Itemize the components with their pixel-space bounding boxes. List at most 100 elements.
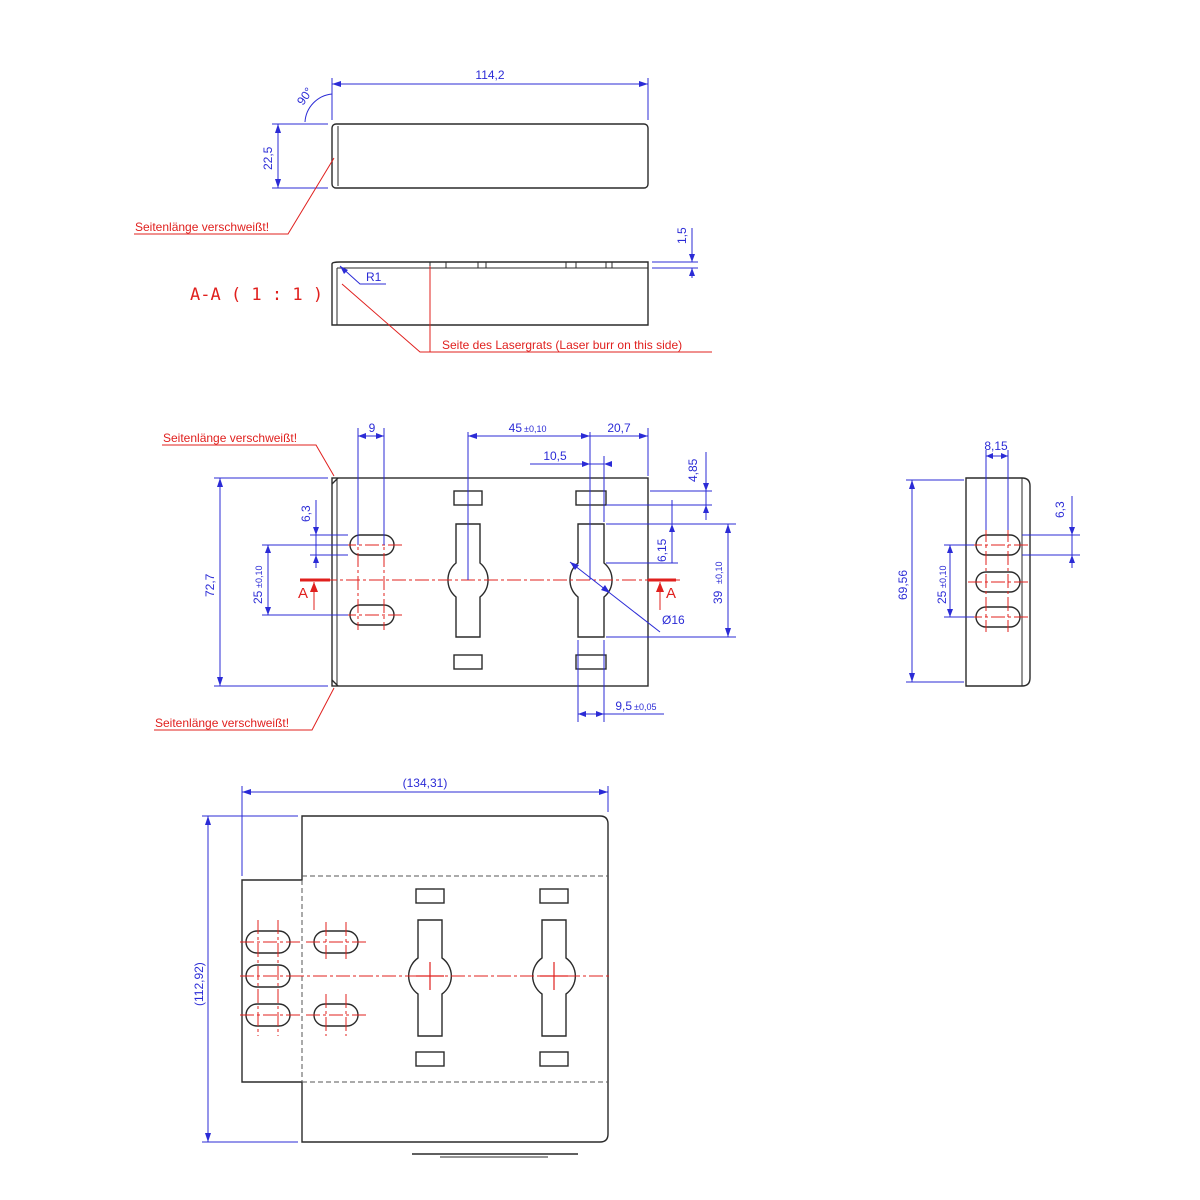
dim-6-15: 6,15 (655, 538, 669, 562)
dim-flat-height: (112,92) (192, 962, 206, 1006)
front-cutout (575, 490, 607, 506)
arrowhead (581, 433, 590, 439)
front-cutout (575, 654, 607, 670)
flat-cutout (539, 888, 569, 904)
arrowhead (909, 480, 915, 489)
arrowhead (242, 789, 251, 795)
laser-burr-note: Seite des Lasergrats (Laser burr on this… (442, 338, 682, 352)
arrowhead (265, 545, 271, 553)
arrowhead (909, 673, 915, 682)
arrowhead (703, 505, 709, 513)
arrowhead (582, 461, 590, 467)
front-keyhole-left (447, 523, 489, 638)
weld-note-1: Seitenlänge verschweißt! (135, 220, 269, 234)
section-cut-marks (429, 262, 613, 268)
front-view: A A 9 45 ±0,10 20,7 10,5 4 (154, 421, 736, 731)
arrowhead (639, 81, 648, 87)
arrowhead (217, 478, 223, 487)
arrowhead (310, 582, 318, 592)
angle-arc (304, 93, 333, 123)
flat-cutout (539, 1051, 569, 1067)
dim-22-5: 22,5 (261, 146, 275, 170)
dim-6-3: 6,3 (299, 505, 313, 522)
flat-keyhole-right (532, 919, 576, 1037)
dim-4-85: 4,85 (686, 458, 700, 482)
top-side-view: 114,2 90° 22,5 Seitenlänge verschweißt! (134, 68, 649, 235)
weld-note-3: Seitenlänge verschweißt! (155, 716, 289, 730)
dim-side-69-56: 69,56 (896, 570, 910, 600)
flat-cutout (415, 1051, 445, 1067)
arrowhead (578, 711, 586, 717)
dim-39-tol: ±0,10 (714, 562, 724, 584)
arrowhead (599, 789, 608, 795)
arrowhead (669, 524, 675, 532)
dim-r1: R1 (366, 270, 382, 284)
dim-9: 9 (369, 421, 376, 435)
arrowhead (217, 677, 223, 686)
diameter-leader (569, 561, 661, 633)
arrowhead (689, 254, 695, 262)
weld-leader-2 (162, 444, 335, 477)
arrowhead (601, 585, 610, 593)
top-side-body (331, 123, 649, 189)
arrowhead (656, 582, 664, 592)
dim-side-25: 25 (935, 590, 949, 604)
laser-leader-1 (341, 283, 712, 353)
arrowhead (689, 268, 695, 276)
arrowhead (639, 433, 648, 439)
dim-45-tol: ±0,10 (524, 424, 546, 434)
arrowhead (986, 453, 993, 459)
arrowhead (265, 607, 271, 615)
flat-outline (241, 815, 609, 1143)
arrowhead (596, 711, 604, 717)
flat-slot-centerlines (240, 920, 366, 1036)
arrowhead (358, 433, 366, 439)
front-body (331, 477, 649, 687)
dim-9-5-tol: ±0,05 (634, 702, 656, 712)
dim-10-5: 10,5 (543, 449, 567, 463)
flat-cutout (415, 888, 445, 904)
section-title: A-A ( 1 : 1 ) (190, 285, 323, 305)
weld-leader-3 (154, 687, 335, 731)
weld-note-2: Seitenlänge verschweißt! (163, 431, 297, 445)
flat-keyhole-left (408, 919, 452, 1037)
dim-25: 25 (251, 590, 265, 604)
dim-diameter-16: Ø16 (662, 613, 685, 627)
dim-45: 45 (509, 421, 523, 435)
arrowhead (313, 527, 319, 535)
section-label-left: A (298, 585, 308, 602)
arrowhead (1069, 527, 1075, 535)
weld-corner-marks (331, 477, 339, 687)
dim-side-6-3: 6,3 (1053, 501, 1067, 518)
dim-25-tol: ±0,10 (254, 566, 264, 588)
arrowhead (1069, 555, 1075, 563)
dim-39: 39 (711, 590, 725, 604)
arrowhead (725, 628, 731, 637)
arrowhead (1001, 453, 1008, 459)
weld-leader-1 (134, 157, 335, 235)
front-cutout (453, 654, 483, 670)
arrowhead (570, 562, 579, 570)
dim-flat-width: (134,31) (403, 776, 448, 790)
side-body (965, 477, 1031, 687)
flat-pattern-view: (134,31) (112,92) (192, 776, 612, 1158)
arrowhead (205, 1133, 211, 1142)
arrowhead (332, 81, 341, 87)
arrowhead (947, 609, 953, 617)
front-keyhole-right (569, 523, 613, 638)
dim-1-5: 1,5 (675, 227, 689, 244)
dim-20-7: 20,7 (607, 421, 631, 435)
arrowhead (275, 124, 281, 133)
arrowhead (468, 433, 477, 439)
arrowhead (604, 461, 612, 467)
arrowhead (313, 555, 319, 563)
dim-side-8-15: 8,15 (984, 439, 1008, 453)
arrowhead (376, 433, 384, 439)
dim-side-25-tol: ±0,10 (938, 566, 948, 588)
section-a-a-view: A-A ( 1 : 1 ) R1 1,5 Seite des Lasergrat… (190, 227, 712, 353)
arrowhead (725, 524, 731, 533)
dim-9-5: 9,5 (615, 699, 632, 713)
arrowhead (947, 545, 953, 553)
arrowhead (340, 266, 348, 274)
